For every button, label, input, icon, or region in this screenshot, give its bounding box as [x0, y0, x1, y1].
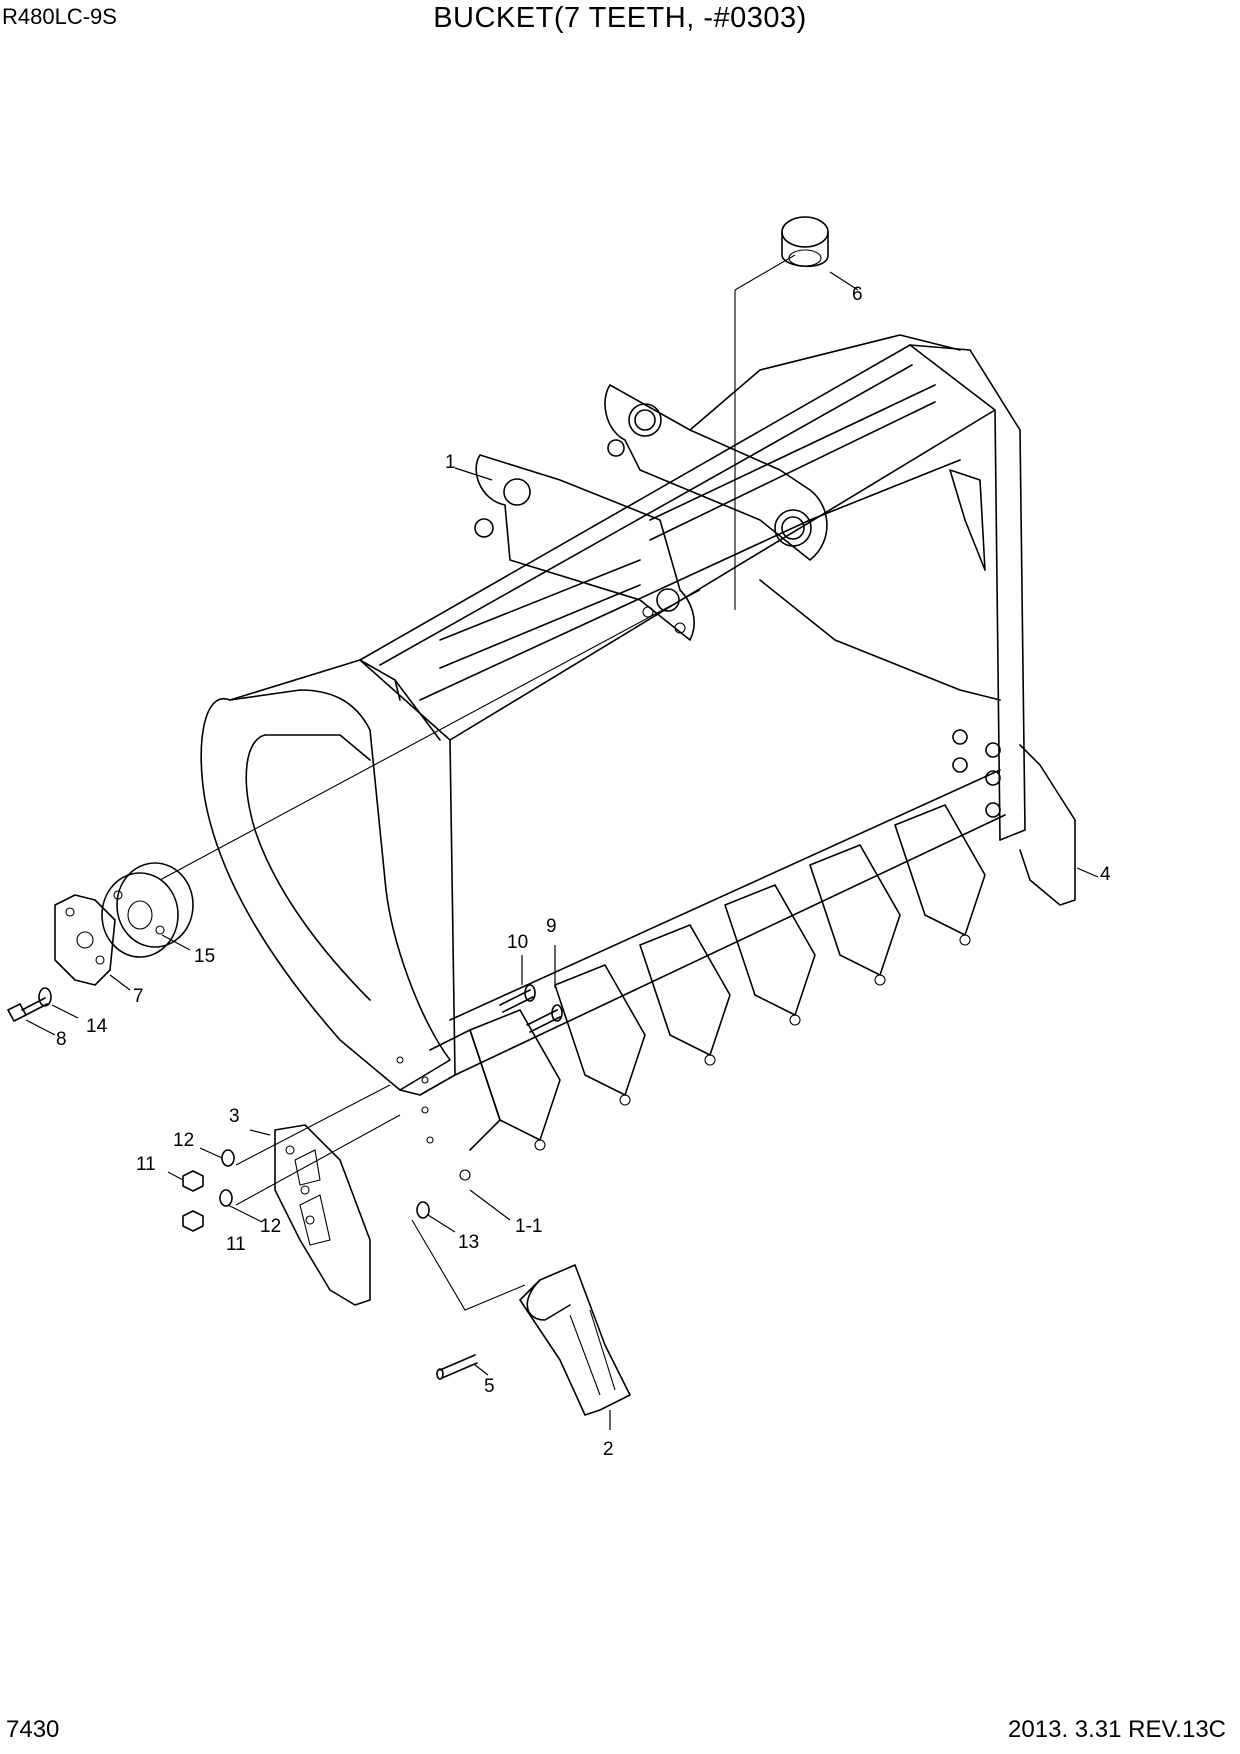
- page-number: 7430: [6, 1716, 60, 1743]
- callout-15: 15: [194, 946, 215, 967]
- callout-5: 5: [484, 1376, 495, 1397]
- callout-10: 10: [507, 932, 528, 953]
- model-number: R480LC-9S: [2, 4, 117, 29]
- bucket-body: [200, 334, 1026, 1144]
- callout-14: 14: [86, 1016, 108, 1037]
- callout-11-upper: 11: [136, 1154, 156, 1175]
- callout-8: 8: [56, 1029, 67, 1050]
- callout-3: 3: [229, 1106, 240, 1127]
- revision-date: 2013. 3.31 REV.13C: [1008, 1716, 1226, 1743]
- callout-labels: 1 1-1 2 3 4 5 6 7 8 9 10 11 11 12 12 13 …: [56, 284, 1111, 1460]
- bolt-and-washer: [7, 987, 52, 1022]
- callout-4: 4: [1100, 864, 1111, 885]
- bolts-9-10: [499, 984, 563, 1033]
- callout-11-lower: 11: [226, 1234, 246, 1255]
- retainer-plate: [54, 894, 116, 986]
- callout-6: 6: [852, 284, 863, 305]
- callout-1: 1: [445, 452, 456, 473]
- callout-9: 9: [546, 916, 557, 937]
- leader-lines: [25, 271, 1099, 1430]
- callout-13: 13: [458, 1232, 479, 1253]
- callout-2: 2: [603, 1439, 614, 1460]
- side-cutter-left: [274, 1124, 371, 1306]
- callout-1-1: 1-1: [515, 1216, 542, 1237]
- nuts-and-washers: [182, 1149, 430, 1232]
- callout-12-lower: 12: [260, 1216, 281, 1237]
- callout-12-upper: 12: [173, 1130, 194, 1151]
- side-cutter-right: [1019, 744, 1076, 906]
- callout-7: 7: [133, 986, 144, 1007]
- spacer-ring: [101, 862, 194, 958]
- assembly-lines: [159, 254, 796, 1311]
- bucket-tooth: [519, 1264, 631, 1416]
- tooth-pin: [436, 1354, 478, 1380]
- page-title: BUCKET(7 TEETH, -#0303): [433, 2, 807, 34]
- tooth-adapters: [429, 804, 986, 1181]
